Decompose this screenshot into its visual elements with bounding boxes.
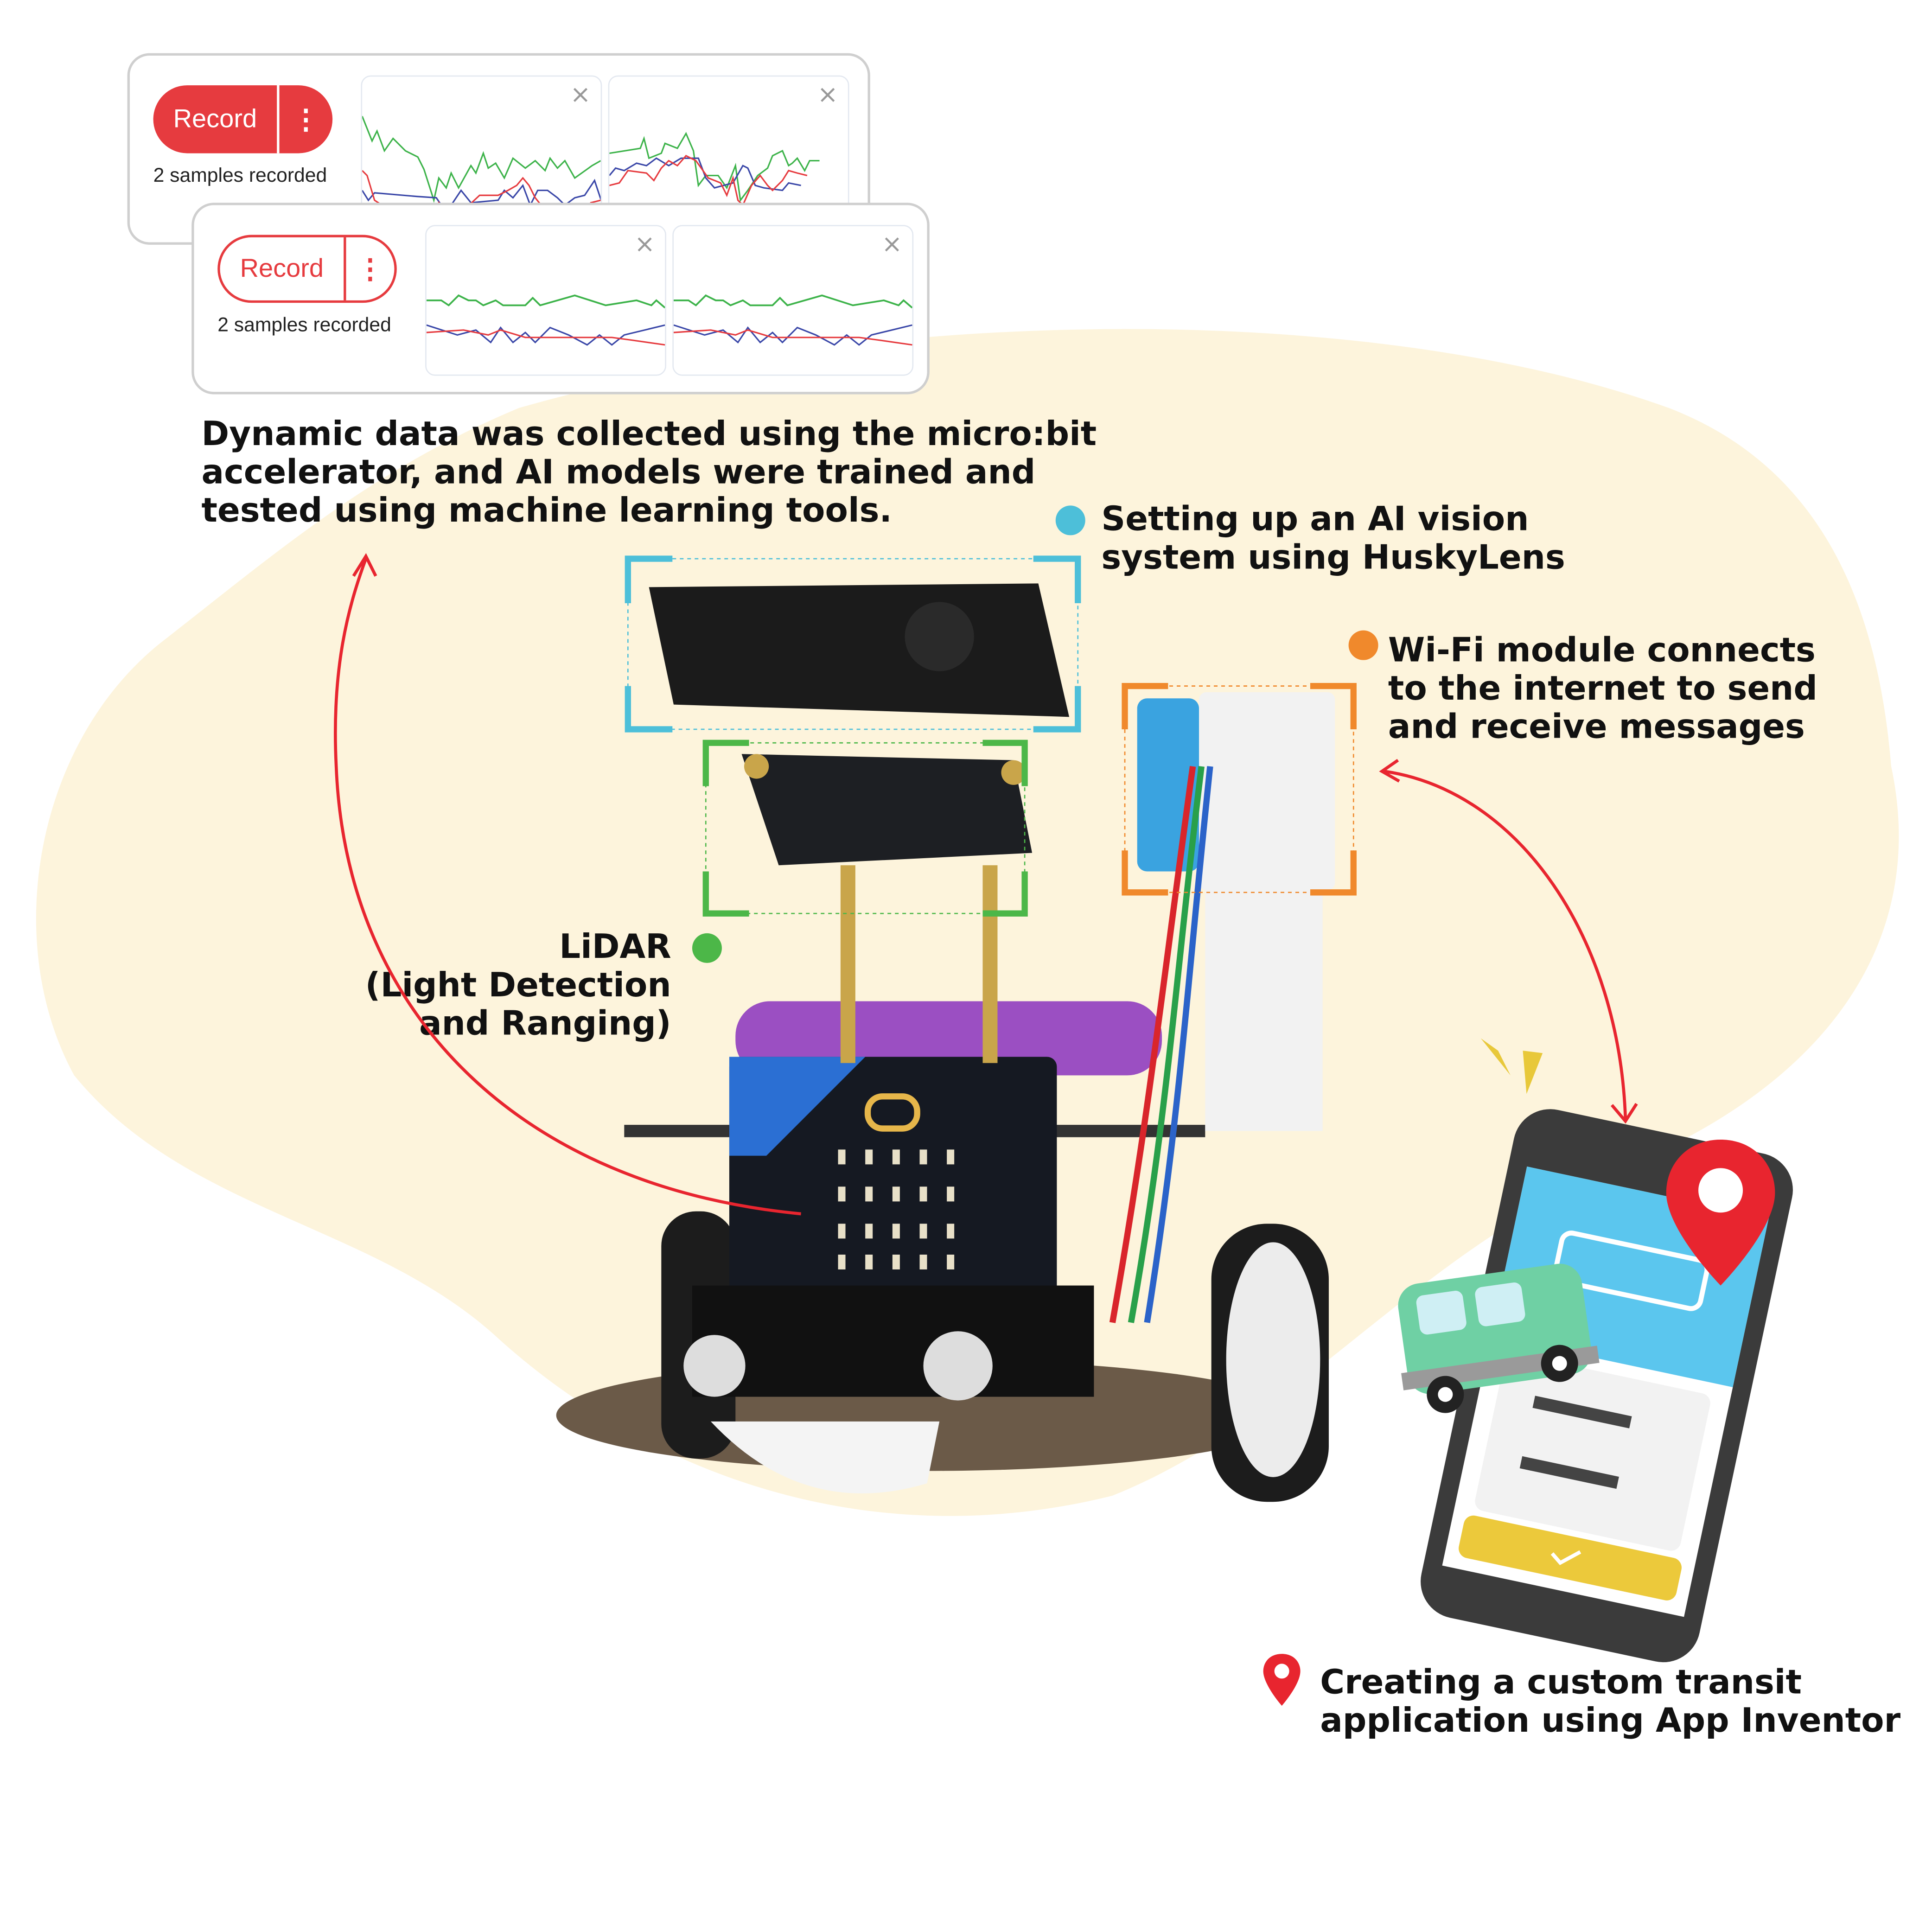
series-x bbox=[426, 329, 665, 346]
huskylens-bracket bbox=[625, 555, 1081, 733]
caption-line: (Light Detection bbox=[365, 966, 671, 1005]
close-icon[interactable]: × bbox=[570, 79, 591, 109]
samples-count: 2 samples recorded bbox=[217, 315, 391, 337]
series-z bbox=[426, 294, 665, 309]
series-z bbox=[609, 132, 820, 202]
record-label: Record bbox=[240, 254, 324, 283]
lidar-sensor bbox=[741, 754, 1033, 866]
sample-chart: × bbox=[425, 225, 666, 376]
series-x bbox=[609, 154, 808, 207]
close-icon[interactable]: × bbox=[881, 229, 903, 259]
series-z bbox=[362, 116, 601, 204]
recording-panel-2: Record ⋮ 2 samples recorded × × bbox=[191, 203, 930, 395]
caption-line: Creating a custom transit bbox=[1320, 1664, 1802, 1702]
record-button[interactable]: Record ⋮ bbox=[217, 235, 397, 303]
series-y bbox=[362, 179, 601, 214]
samples-count: 2 samples recorded bbox=[153, 166, 327, 187]
close-icon[interactable]: × bbox=[817, 79, 838, 109]
wifi-bracket bbox=[1122, 682, 1357, 896]
wifi-caption: Wi-Fi module connects to the internet to… bbox=[1388, 631, 1817, 746]
caption-line: Wi-Fi module connects bbox=[1388, 631, 1816, 670]
data-collection-caption: Dynamic data was collected using the mic… bbox=[202, 415, 1097, 530]
lidar-dot bbox=[692, 933, 722, 963]
wifi-dot bbox=[1348, 630, 1378, 660]
huskylens-caption: Setting up an AI vision system using Hus… bbox=[1101, 501, 1565, 577]
caption-line: and receive messages bbox=[1388, 708, 1805, 747]
caption-line: and Ranging) bbox=[419, 1005, 671, 1044]
caption-line: LiDAR bbox=[559, 928, 671, 967]
map-pin-icon bbox=[1263, 1654, 1301, 1706]
sample-chart: × bbox=[672, 225, 914, 376]
caption-line: Dynamic data was collected using the mic… bbox=[201, 415, 1097, 454]
caption-line: application using App Inventor bbox=[1320, 1702, 1901, 1741]
huskylens-camera bbox=[649, 583, 1070, 717]
series-z bbox=[673, 294, 912, 309]
app-caption: Creating a custom transit application us… bbox=[1320, 1664, 1900, 1740]
lidar-caption: LiDAR (Light Detection and Ranging) bbox=[365, 928, 671, 1043]
arrow-wifi-phone bbox=[1384, 770, 1627, 1119]
series-x bbox=[673, 329, 912, 346]
car-icon bbox=[1398, 1263, 1600, 1413]
caption-line: accelerator, and AI models were trained … bbox=[201, 453, 1036, 492]
button-divider bbox=[277, 85, 280, 153]
caption-line: to the internet to send bbox=[1388, 670, 1817, 708]
button-divider bbox=[344, 237, 346, 300]
location-pin-icon bbox=[1666, 1140, 1775, 1286]
sample-chart: × bbox=[608, 75, 849, 226]
huskylens-dot bbox=[1055, 505, 1085, 536]
record-button[interactable]: Record ⋮ bbox=[153, 85, 333, 153]
record-label: Record bbox=[173, 104, 257, 133]
series-y bbox=[609, 157, 801, 191]
caption-line: tested using machine learning tools. bbox=[201, 492, 892, 530]
more-options-icon[interactable]: ⋮ bbox=[292, 103, 320, 134]
close-icon[interactable]: × bbox=[634, 229, 655, 259]
lidar-bracket bbox=[702, 740, 1028, 917]
caption-line: system using HuskyLens bbox=[1101, 539, 1565, 578]
caption-line: Setting up an AI vision bbox=[1101, 500, 1529, 539]
arrow-to-caption bbox=[334, 558, 801, 1216]
more-options-icon[interactable]: ⋮ bbox=[357, 253, 384, 284]
sample-chart: × bbox=[361, 75, 602, 226]
